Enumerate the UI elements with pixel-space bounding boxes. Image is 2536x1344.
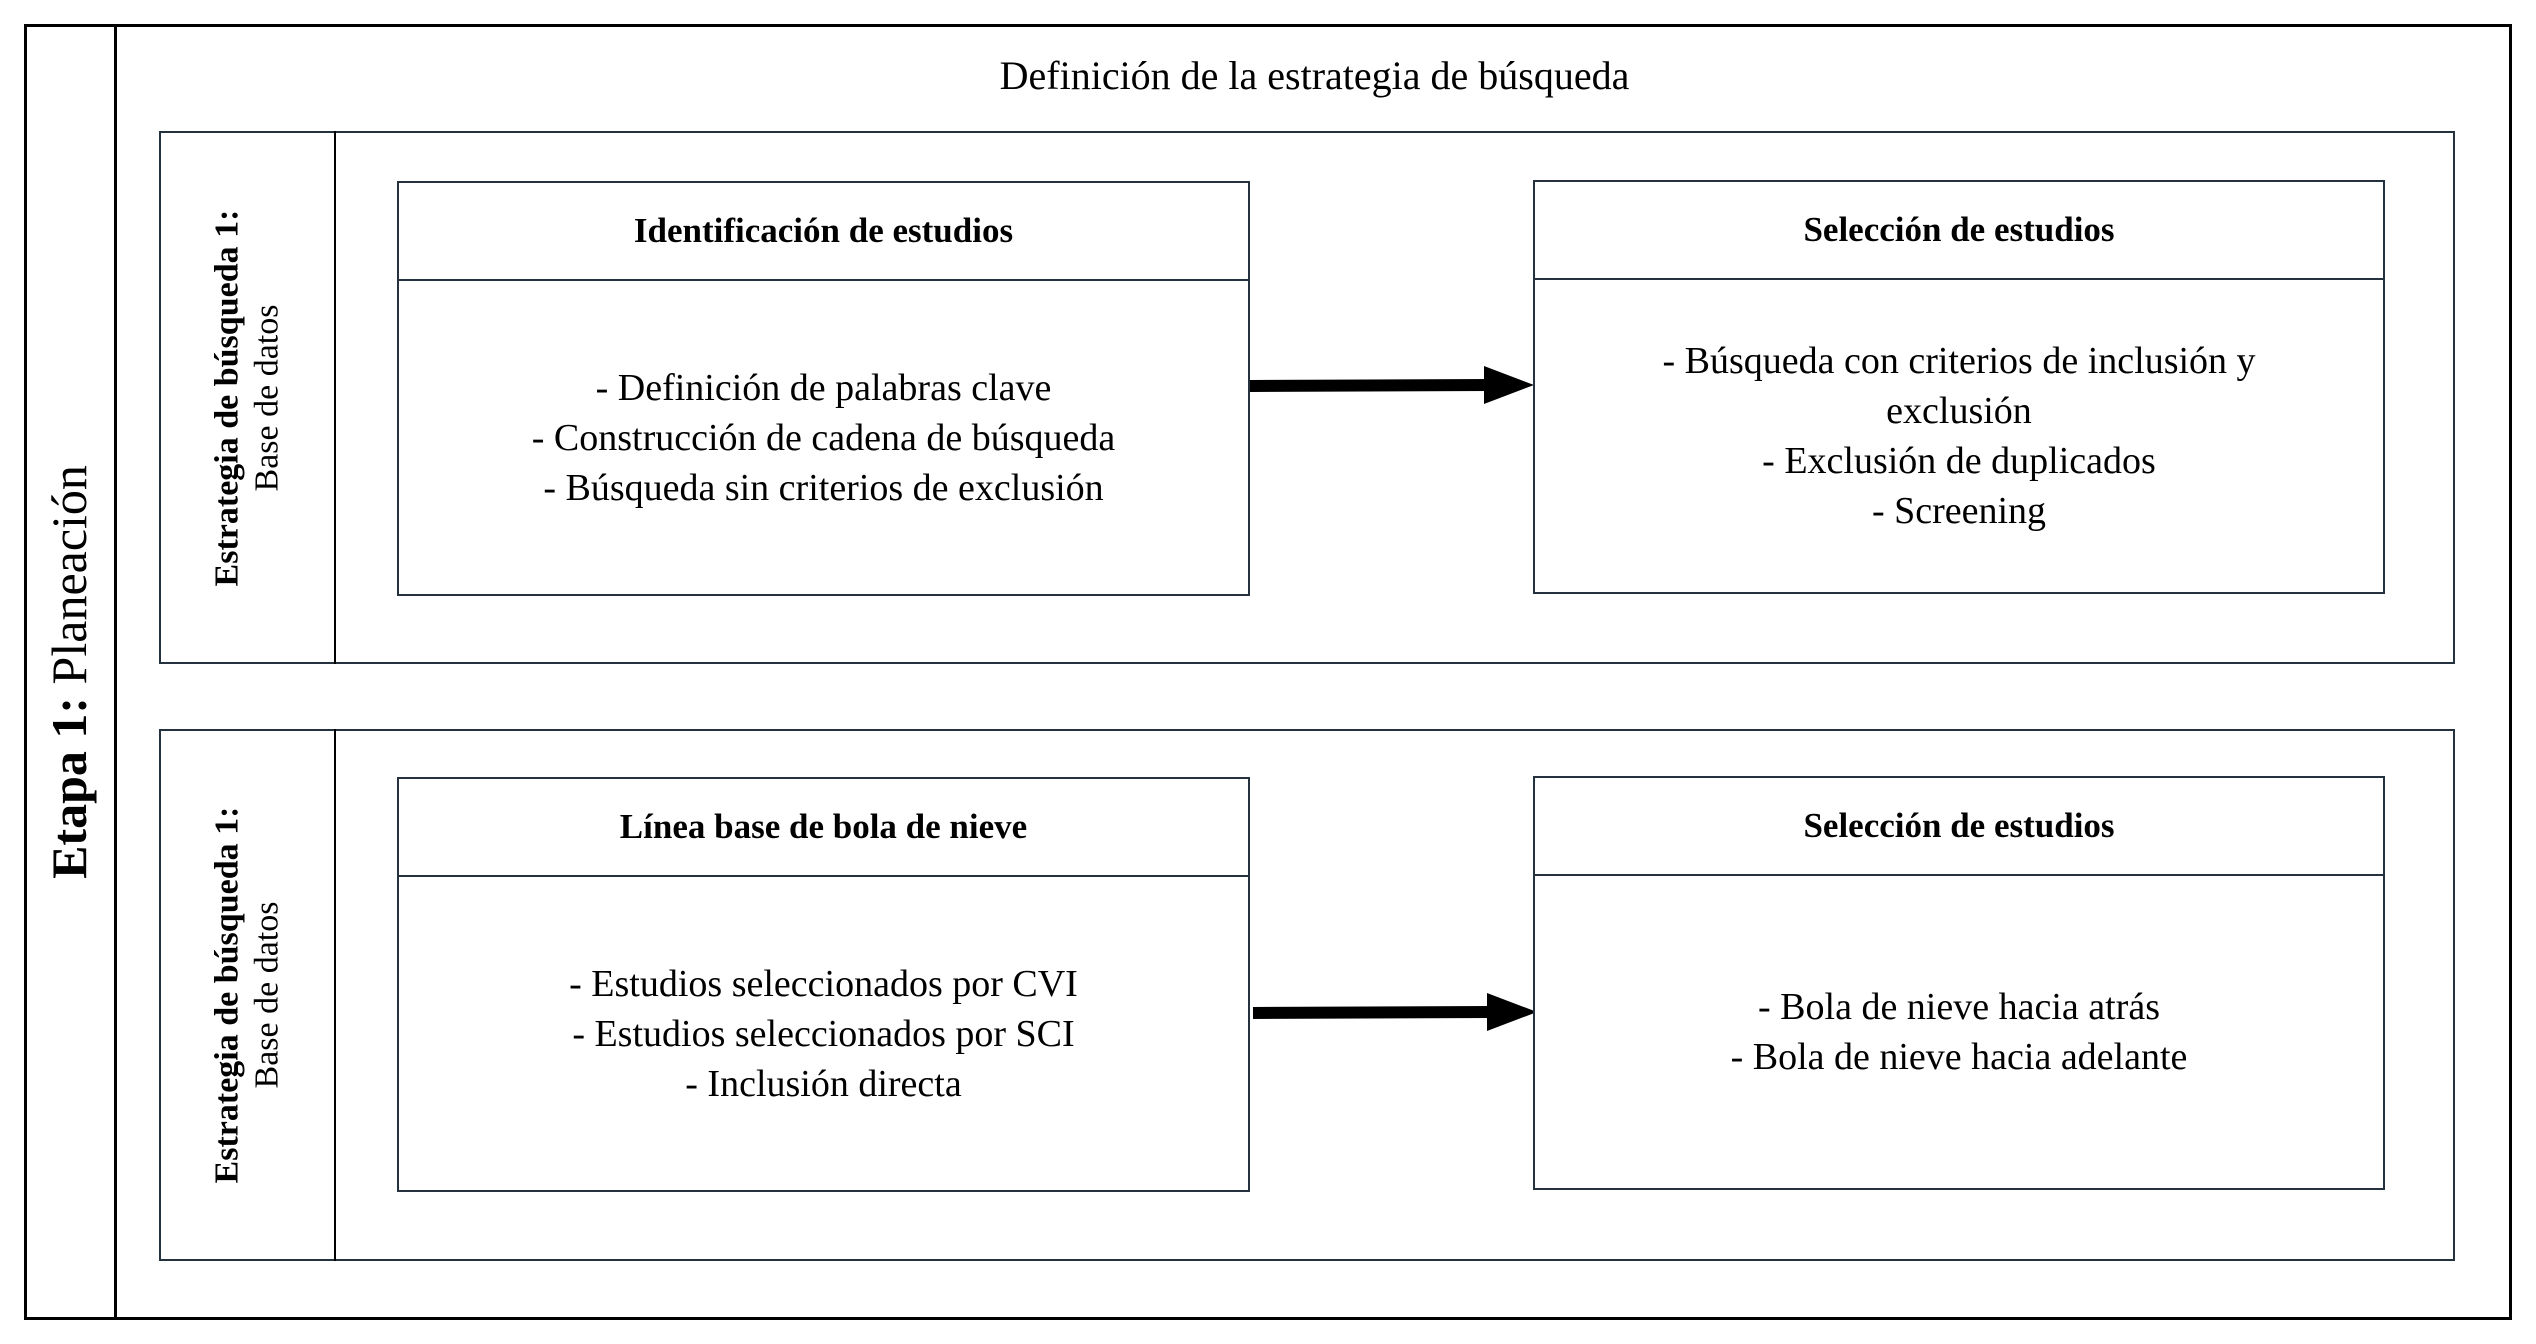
panel-2-divider bbox=[334, 729, 336, 1261]
list-item: - Definición de palabras clave bbox=[595, 366, 1052, 409]
arrow-head bbox=[1487, 993, 1537, 1031]
panel-1-selection-body: - Búsqueda con criterios de inclusión y … bbox=[1535, 280, 2383, 592]
panel-2-strategy-source: Base de datos bbox=[248, 901, 286, 1089]
panel-1-identification-header: Identificación de estudios bbox=[399, 183, 1248, 281]
panel-1-identification-body: - Definición de palabras clave - Constru… bbox=[399, 281, 1248, 594]
stage-label-container: Etapa 1: Planeación bbox=[24, 24, 114, 1320]
list-item: - Exclusión de duplicados bbox=[1762, 440, 2156, 482]
panel-2-side-label-container: Estrategia de búsqueda 1: Base de datos bbox=[161, 731, 334, 1259]
stage-label-name: Planeación bbox=[41, 465, 97, 685]
panel-2-strategy-title: Estrategia de búsqueda 1: bbox=[208, 806, 246, 1184]
stage-divider bbox=[114, 24, 117, 1320]
panel-2-arrow bbox=[1252, 993, 1537, 1031]
arrow-head bbox=[1484, 366, 1534, 404]
stage-label: Etapa 1: Planeación bbox=[41, 465, 97, 879]
list-item: - Búsqueda sin criterios de exclusión bbox=[543, 466, 1104, 509]
panel-2-baseline-box: Línea base de bola de nieve - Estudios s… bbox=[397, 777, 1250, 1192]
panel-1-selection-header: Selección de estudios bbox=[1535, 182, 2383, 280]
outer-frame bbox=[24, 24, 2512, 1320]
strategy-panel-1 bbox=[159, 131, 2455, 664]
diagram-title: Definición de la estrategia de búsqueda bbox=[999, 53, 1630, 98]
list-item: exclusión bbox=[1886, 390, 2032, 432]
panel-1-identification-box: Identificación de estudios - Definición … bbox=[397, 181, 1250, 596]
panel-1-strategy-title: Estrategia de búsqueda 1: bbox=[208, 209, 246, 586]
list-item: - Inclusión directa bbox=[685, 1062, 962, 1105]
list-item: - Estudios seleccionados por SCI bbox=[572, 1012, 1075, 1055]
panel-1-divider bbox=[334, 131, 336, 664]
panel-2-baseline-body: - Estudios seleccionados por CVI - Estud… bbox=[399, 877, 1248, 1190]
list-item: - Construcción de cadena de búsqueda bbox=[531, 416, 1116, 459]
list-item: - Screening bbox=[1871, 490, 2047, 532]
list-item: - Estudios seleccionados por CVI bbox=[569, 962, 1078, 1005]
list-item: - Bola de nieve hacia adelante bbox=[1730, 1036, 2188, 1078]
panel-1-side-label: Estrategia de búsqueda 1: Base de datos bbox=[208, 209, 288, 586]
panel-1-side-label-container: Estrategia de búsqueda 1: Base de datos bbox=[161, 133, 334, 662]
panel-2-selection-body: - Bola de nieve hacia atrás - Bola de ni… bbox=[1535, 876, 2383, 1188]
strategy-panel-2 bbox=[159, 729, 2455, 1261]
list-item: - Bola de nieve hacia atrás bbox=[1758, 986, 2160, 1028]
arrow-shaft bbox=[1252, 1006, 1494, 1019]
panel-1-selection-box: Selección de estudios - Búsqueda con cri… bbox=[1533, 180, 2385, 594]
arrow-shaft bbox=[1249, 379, 1491, 392]
stage-label-number: Etapa 1: bbox=[41, 696, 97, 879]
panel-2-selection-header: Selección de estudios bbox=[1535, 778, 2383, 876]
panel-2-baseline-header: Línea base de bola de nieve bbox=[399, 779, 1248, 877]
panel-1-strategy-source: Base de datos bbox=[248, 304, 286, 491]
panel-2-selection-box: Selección de estudios - Bola de nieve ha… bbox=[1533, 776, 2385, 1190]
list-item: - Búsqueda con criterios de inclusión y bbox=[1662, 340, 2256, 382]
panel-1-arrow bbox=[1249, 366, 1534, 404]
panel-2-side-label: Estrategia de búsqueda 1: Base de datos bbox=[208, 807, 288, 1184]
